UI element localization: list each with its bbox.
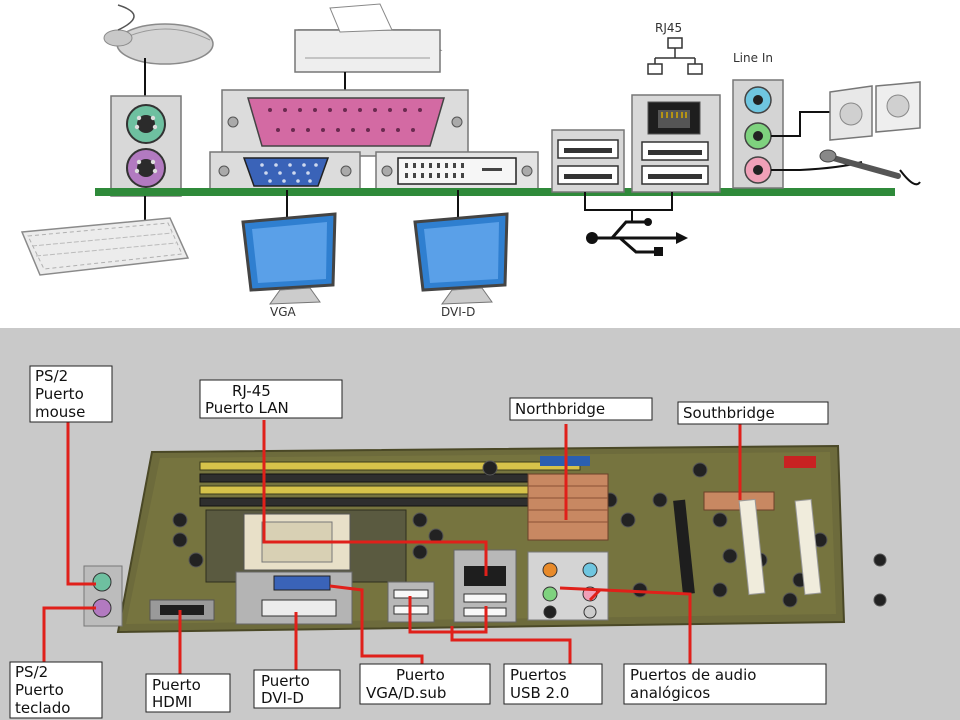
callout-ps2-mouse: PS/2 Puerto mouse bbox=[29, 365, 113, 423]
mouse-icon bbox=[103, 4, 214, 65]
line-out-jack-icon bbox=[744, 122, 772, 150]
board-edge-strip bbox=[95, 188, 895, 196]
callout-rj45-line1: RJ-45 bbox=[232, 382, 271, 400]
keyboard-icon bbox=[20, 217, 190, 276]
callout-southbridge: Southbridge bbox=[677, 401, 829, 425]
ps2-port-stack bbox=[110, 95, 182, 197]
callout-audio: Puertos de audio analógicos bbox=[623, 663, 827, 705]
vga-label: VGA bbox=[270, 305, 297, 319]
northbridge-heatsink bbox=[527, 473, 609, 541]
top-connector-diagram: VGA DVI-D RJ45 bbox=[0, 0, 960, 328]
photo-hdmi-port bbox=[149, 599, 215, 621]
vga-port-icon bbox=[209, 151, 361, 191]
callout-audio-line2: analógicos bbox=[630, 684, 710, 702]
dvi-port-icon bbox=[375, 151, 539, 191]
ps2-mouse-port-icon bbox=[126, 104, 166, 144]
callout-ps2-mouse-line1: PS/2 bbox=[35, 367, 68, 385]
printer-icon bbox=[294, 3, 443, 73]
callout-hdmi-line1: Puerto bbox=[152, 676, 201, 694]
ps2-keyboard-port-icon bbox=[126, 148, 166, 188]
callout-line-audio-2 bbox=[588, 588, 602, 602]
callout-dvid-line2: DVI-D bbox=[261, 689, 304, 707]
callout-southbridge-line1: Southbridge bbox=[683, 404, 775, 422]
dvid-monitor-icon bbox=[413, 212, 509, 305]
photo-ps2-ports bbox=[83, 565, 123, 627]
cpu-socket bbox=[205, 509, 407, 583]
callout-ps2-keyboard-line3: teclado bbox=[15, 699, 70, 717]
line-in-label: Line In bbox=[733, 51, 773, 65]
callout-usb2-line1: Puertos bbox=[510, 666, 567, 684]
callout-ps2-mouse-line2: Puerto bbox=[35, 385, 84, 403]
photo-audio-jacks bbox=[527, 551, 609, 621]
rj45-port-icon bbox=[631, 94, 721, 193]
sata-connector bbox=[784, 456, 816, 468]
callout-line-vga bbox=[329, 584, 424, 664]
callout-vga-line1: Puerto bbox=[396, 666, 445, 684]
callout-lines bbox=[42, 420, 742, 674]
callout-ps2-keyboard-line1: PS/2 bbox=[15, 663, 48, 681]
usb-cables bbox=[584, 192, 673, 222]
callout-ps2-mouse-line3: mouse bbox=[35, 403, 85, 421]
parallel-port-icon bbox=[221, 89, 469, 157]
speakers-icon bbox=[829, 81, 921, 141]
callout-rj45-lan: RJ-45 Puerto LAN bbox=[199, 379, 343, 419]
callout-line-ps2-mouse bbox=[66, 422, 96, 586]
photo-vga-dvi-ports bbox=[235, 571, 353, 625]
usb-port-stack bbox=[551, 129, 625, 193]
mic-jack-icon bbox=[744, 156, 772, 184]
callout-hdmi: Puerto HDMI bbox=[145, 673, 231, 713]
callout-northbridge: Northbridge bbox=[509, 397, 653, 421]
rj45-label: RJ45 bbox=[655, 21, 682, 35]
callout-usb2-line2: USB 2.0 bbox=[510, 684, 569, 702]
callout-ps2-keyboard-line2: Puerto bbox=[15, 681, 64, 699]
callout-line-audio bbox=[559, 586, 692, 664]
vga-monitor-icon bbox=[241, 212, 337, 305]
callout-vga-dsub: Puerto VGA/D.sub bbox=[359, 663, 491, 705]
callout-line-rj45 bbox=[262, 420, 488, 576]
callout-hdmi-line2: HDMI bbox=[152, 693, 192, 711]
callout-audio-line1: Puertos de audio bbox=[630, 666, 756, 684]
usb-symbol-icon bbox=[586, 218, 688, 256]
capacitors bbox=[172, 460, 887, 608]
callout-northbridge-line1: Northbridge bbox=[515, 400, 605, 418]
dvid-label: DVI-D bbox=[441, 305, 475, 319]
callout-ps2-keyboard: PS/2 Puerto teclado bbox=[9, 661, 103, 719]
callout-vga-line2: VGA/D.sub bbox=[366, 684, 446, 702]
callout-rj45-line2: Puerto LAN bbox=[205, 399, 289, 417]
callout-line-usb-2 bbox=[408, 596, 488, 634]
motherboard-photo-panel: PS/2 Puerto mouse RJ-45 Puerto LAN North… bbox=[0, 328, 960, 720]
callout-line-ps2-keyboard bbox=[42, 606, 96, 662]
audio-jack-panel bbox=[732, 79, 784, 189]
microphone-icon bbox=[819, 149, 901, 179]
line-in-jack-icon bbox=[744, 86, 772, 114]
callout-dvid-line1: Puerto bbox=[261, 672, 310, 690]
expansion-slots bbox=[673, 498, 822, 596]
callout-usb2: Puertos USB 2.0 bbox=[503, 663, 603, 705]
callout-dvid: Puerto DVI-D bbox=[253, 669, 341, 709]
network-icon bbox=[647, 37, 703, 75]
